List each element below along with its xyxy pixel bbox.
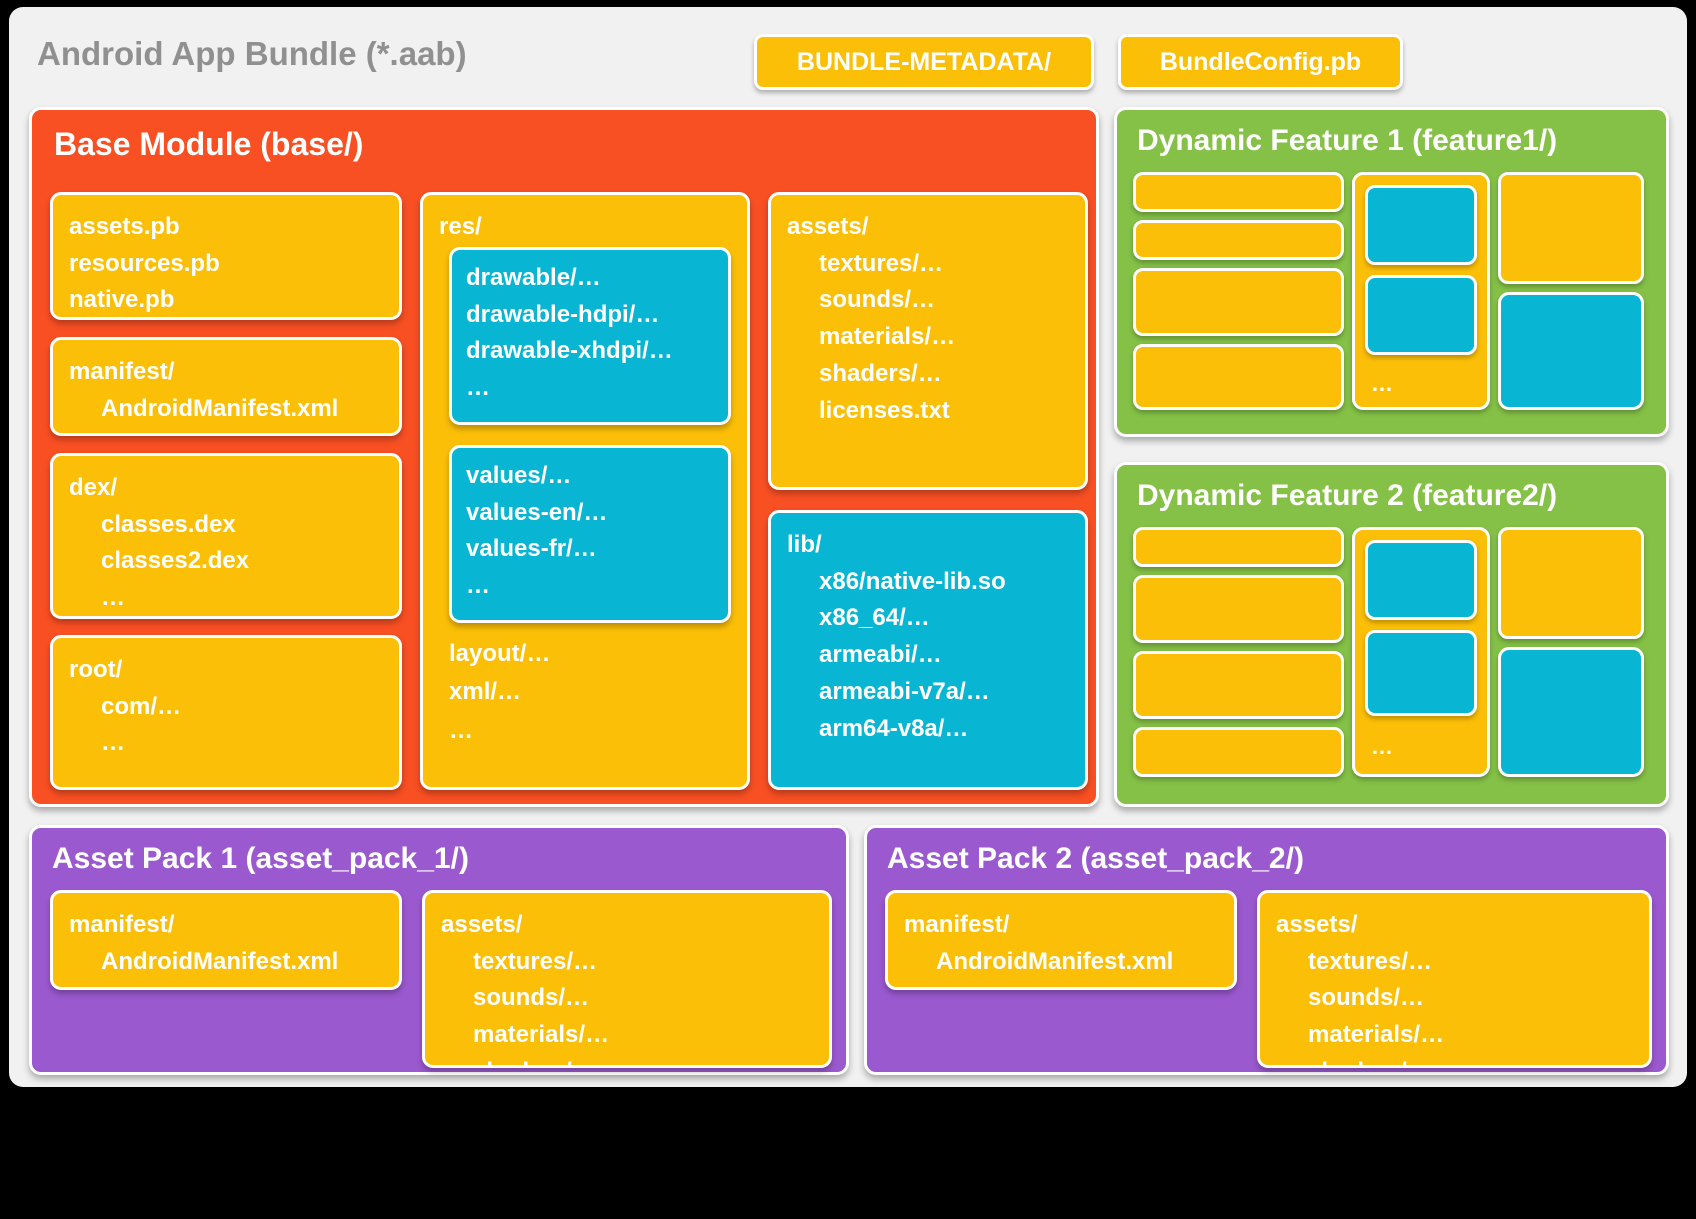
values-line: values/… [466, 462, 572, 489]
assets-child: shaders/… [441, 1054, 813, 1065]
asset-pack-1-panel: Asset Pack 1 (asset_pack_1/) manifest/ A… [29, 825, 849, 1075]
res-tail-line: xml/… [449, 678, 522, 706]
assets-child: shaders/… [1276, 1054, 1633, 1065]
res-tail-list: layout/… xml/… … [449, 635, 550, 750]
bundle-config-chip: BundleConfig.pb [1118, 34, 1403, 90]
drawable-line: drawable-hdpi/… [466, 300, 660, 328]
feature1-res-ellipsis: … [1371, 371, 1394, 396]
manifest-dir: manifest/ [904, 911, 1010, 938]
assets-child: materials/… [819, 323, 956, 351]
lib-dir: lib/ [787, 531, 822, 558]
dex-dir: dex/ [69, 474, 118, 501]
assets-dir: assets/ [441, 911, 523, 938]
dex-file: classes2.dex [101, 547, 250, 575]
assets-child: licenses.txt [819, 396, 950, 424]
root-ellipsis: … [101, 729, 126, 757]
assets-child: textures/… [1308, 947, 1433, 975]
feature2-lib-box [1498, 647, 1644, 777]
feature1-res-wrapper: … [1352, 172, 1490, 410]
drawable-line: drawable-xhdpi/… [466, 337, 673, 365]
dex-ellipsis: … [101, 584, 126, 612]
feature1-res-drawable [1365, 185, 1477, 265]
manifest-file: AndroidManifest.xml [101, 947, 339, 975]
root-child: com/… [101, 692, 182, 720]
feature1-res-values [1365, 275, 1477, 355]
feature1-bar-1 [1133, 172, 1344, 212]
feature1-bar-2 [1133, 220, 1344, 260]
drawable-ellipsis: … [466, 374, 491, 402]
asset-pack-2-assets-box: assets/ textures/… sounds/… materials/… … [1257, 890, 1652, 1068]
asset-pack-2-panel: Asset Pack 2 (asset_pack_2/) manifest/ A… [864, 825, 1669, 1075]
manifest-dir: manifest/ [69, 911, 175, 938]
base-root-box: root/ com/… … [50, 635, 402, 790]
asset-pack-1-assets-box: assets/ textures/… sounds/… materials/… … [422, 890, 832, 1068]
dex-file: classes.dex [101, 510, 236, 538]
feature2-res-wrapper: … [1352, 527, 1490, 777]
res-values-box: values/… values-en/… values-fr/… … [449, 445, 731, 623]
assets-child: sounds/… [1308, 984, 1425, 1012]
asset-pack-1-title: Asset Pack 1 (asset_pack_1/) [52, 842, 469, 875]
dynamic-feature-2-title: Dynamic Feature 2 (feature2/) [1137, 479, 1558, 512]
feature2-bar-3 [1133, 651, 1344, 719]
proto-line: native.pb [69, 286, 175, 314]
values-line: values-fr/… [466, 535, 597, 563]
lib-child: armeabi/… [819, 641, 942, 669]
feature1-assets-box [1498, 172, 1644, 284]
manifest-dir: manifest/ [69, 358, 175, 385]
base-dex-box: dex/ classes.dex classes2.dex … [50, 453, 402, 619]
manifest-file: AndroidManifest.xml [936, 947, 1174, 975]
bundle-metadata-chip: BUNDLE-METADATA/ [754, 34, 1094, 90]
values-ellipsis: … [466, 572, 491, 600]
drawable-line: drawable/… [466, 264, 601, 291]
dynamic-feature-2-panel: Dynamic Feature 2 (feature2/) … [1114, 462, 1669, 807]
feature1-bar-3 [1133, 268, 1344, 336]
feature2-bar-4 [1133, 727, 1344, 777]
asset-pack-2-manifest-box: manifest/ AndroidManifest.xml [885, 890, 1237, 990]
assets-dir: assets/ [1276, 911, 1358, 938]
feature2-assets-box [1498, 527, 1644, 639]
base-proto-files-box: assets.pb resources.pb native.pb [50, 192, 402, 320]
feature1-lib-box [1498, 292, 1644, 410]
page-title: Android App Bundle (*.aab) [37, 35, 467, 72]
proto-line: assets.pb [69, 213, 180, 240]
res-drawable-box: drawable/… drawable-hdpi/… drawable-xhdp… [449, 247, 731, 425]
assets-child: sounds/… [819, 286, 936, 314]
lib-child: x86_64/… [819, 604, 930, 632]
assets-child: materials/… [1308, 1021, 1445, 1049]
res-tail-ellipsis: … [449, 716, 473, 744]
dynamic-feature-1-panel: Dynamic Feature 1 (feature1/) … [1114, 107, 1669, 437]
assets-child: materials/… [473, 1021, 610, 1049]
feature2-bar-2 [1133, 575, 1344, 643]
values-line: values-en/… [466, 498, 608, 526]
android-app-bundle-card: Android App Bundle (*.aab) BUNDLE-METADA… [9, 7, 1687, 1087]
base-module-panel: Base Module (base/) assets.pb resources.… [29, 107, 1099, 807]
feature2-res-values [1365, 630, 1477, 716]
assets-child: textures/… [473, 947, 598, 975]
assets-child: sounds/… [473, 984, 590, 1012]
root-dir: root/ [69, 656, 123, 683]
lib-child: x86/native-lib.so [819, 567, 1006, 595]
assets-child: textures/… [819, 249, 944, 277]
lib-child: arm64-v8a/… [819, 714, 969, 742]
asset-pack-2-title: Asset Pack 2 (asset_pack_2/) [887, 842, 1304, 875]
base-module-title: Base Module (base/) [54, 126, 364, 162]
dynamic-feature-1-title: Dynamic Feature 1 (feature1/) [1137, 124, 1558, 157]
bundle-header: Android App Bundle (*.aab) BUNDLE-METADA… [9, 7, 1687, 99]
base-lib-box: lib/ x86/native-lib.so x86_64/… armeabi/… [768, 510, 1088, 790]
feature2-res-drawable [1365, 540, 1477, 620]
assets-dir: assets/ [787, 213, 869, 240]
base-manifest-box: manifest/ AndroidManifest.xml [50, 337, 402, 436]
asset-pack-1-manifest-box: manifest/ AndroidManifest.xml [50, 890, 402, 990]
base-res-box: res/ drawable/… drawable-hdpi/… drawable… [420, 192, 750, 790]
res-tail-line: layout/… [449, 640, 551, 667]
assets-child: shaders/… [819, 359, 942, 387]
feature2-bar-1 [1133, 527, 1344, 567]
feature1-bar-4 [1133, 344, 1344, 410]
feature2-res-ellipsis: … [1371, 734, 1394, 759]
base-assets-box: assets/ textures/… sounds/… materials/… … [768, 192, 1088, 490]
proto-line: resources.pb [69, 249, 220, 277]
res-dir: res/ [439, 213, 482, 240]
lib-child: armeabi-v7a/… [819, 677, 990, 705]
manifest-file: AndroidManifest.xml [101, 394, 339, 422]
